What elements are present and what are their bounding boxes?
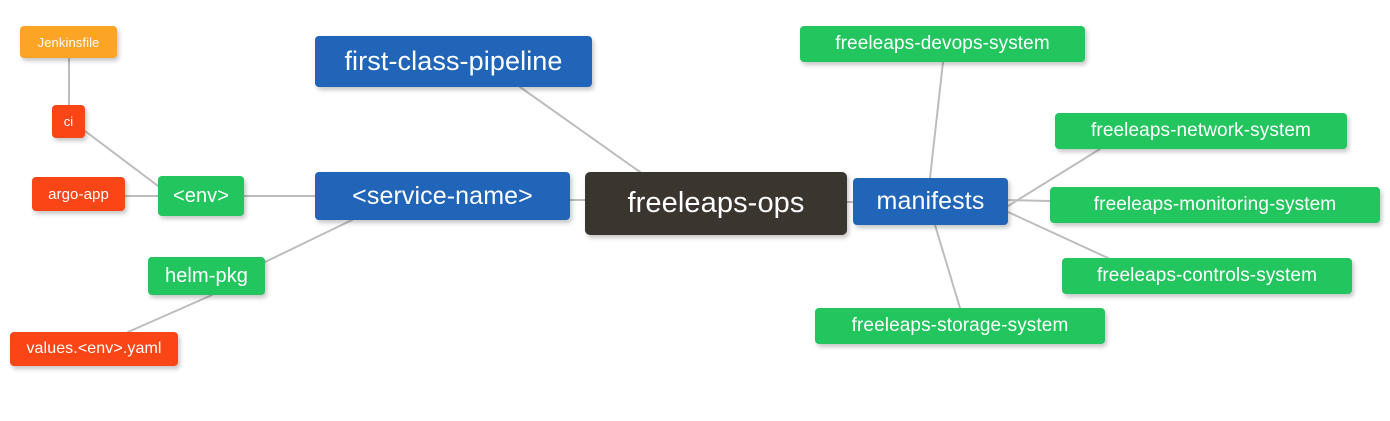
node-argo-app[interactable]: argo-app — [32, 177, 125, 211]
node-freeleaps-monitoring-system[interactable]: freeleaps-monitoring-system — [1050, 187, 1380, 223]
node-manifests[interactable]: manifests — [853, 178, 1008, 225]
edge-manifests-to-freeleaps-storage-system — [934, 224, 961, 309]
edge-manifests-to-freeleaps-devops-system — [929, 61, 944, 179]
node-ci[interactable]: ci — [52, 105, 85, 138]
node-env[interactable]: <env> — [158, 176, 244, 216]
node-values-env-yaml[interactable]: values.<env>.yaml — [10, 332, 178, 366]
edge-values-env-yaml-to-helm-pkg — [127, 294, 213, 333]
node-helm-pkg[interactable]: helm-pkg — [148, 257, 265, 295]
node-jenkinsfile[interactable]: Jenkinsfile — [20, 26, 117, 58]
node-first-class-pipeline[interactable]: first-class-pipeline — [315, 36, 592, 87]
edge-first-class-pipeline-to-freeleaps-ops — [519, 86, 641, 173]
node-freeleaps-devops-system[interactable]: freeleaps-devops-system — [800, 26, 1085, 62]
node-freeleaps-controls-system[interactable]: freeleaps-controls-system — [1062, 258, 1352, 294]
edge-helm-pkg-to-service-name — [264, 219, 353, 263]
edge-manifests-to-freeleaps-monitoring-system — [1007, 199, 1051, 202]
node-freeleaps-network-system[interactable]: freeleaps-network-system — [1055, 113, 1347, 149]
node-freeleaps-storage-system[interactable]: freeleaps-storage-system — [815, 308, 1105, 344]
node-freeleaps-ops[interactable]: freeleaps-ops — [585, 172, 847, 235]
node-service-name[interactable]: <service-name> — [315, 172, 570, 220]
